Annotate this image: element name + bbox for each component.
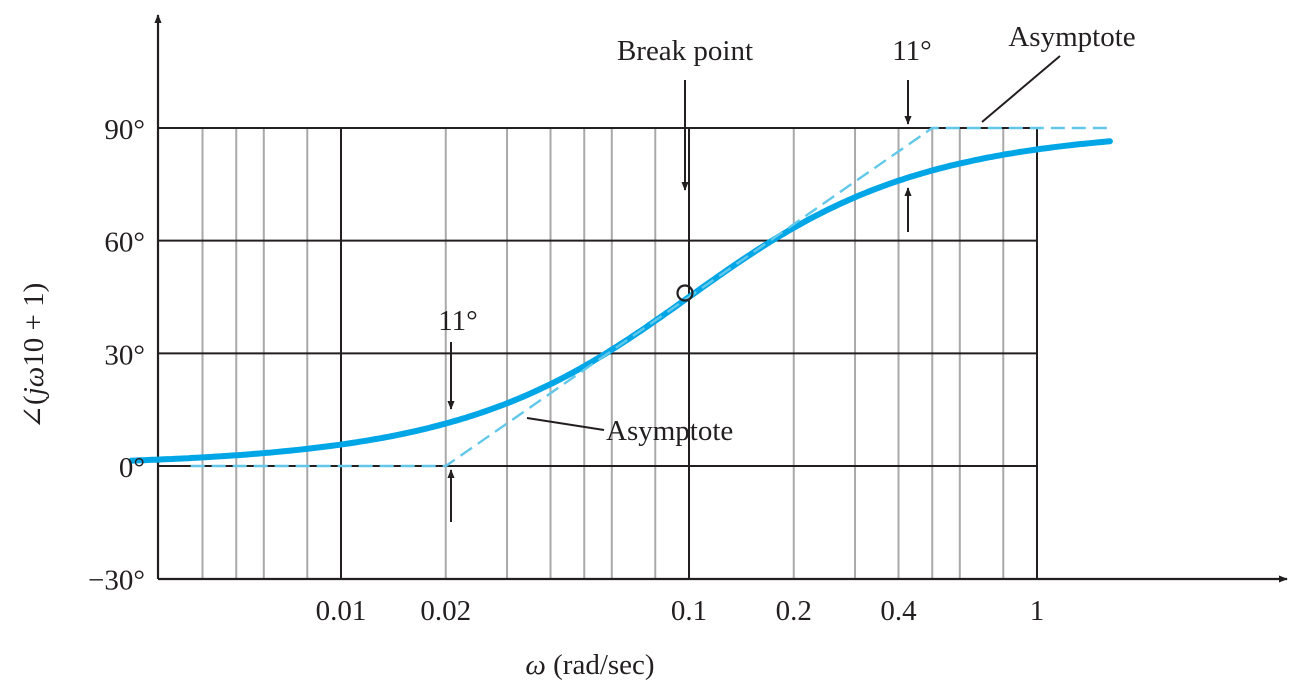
y-tick-label: 60° (104, 227, 145, 259)
grid (158, 127, 1038, 579)
y-tick-label: 30° (104, 339, 145, 371)
break-point-marker (676, 284, 694, 302)
x-tick-label: 0.1 (671, 595, 707, 627)
x-tick-label: 0.02 (420, 595, 471, 627)
x-tick-label: 0.2 (776, 595, 812, 627)
x-tick-label: 0.01 (316, 595, 367, 627)
x-tick-label: 0.4 (880, 595, 917, 627)
asymptote-line (190, 126, 1108, 468)
exact-phase-curve (128, 138, 1113, 464)
asymptote-mid-leader (526, 417, 605, 431)
deviation-high-label: 11° (892, 35, 932, 67)
plot-lines (128, 126, 1113, 468)
break-point-label: Break point (617, 35, 753, 67)
deviation-low-label: 11° (438, 305, 478, 337)
x-axis-label: ω (rad/sec) (525, 649, 654, 681)
y-tick-label: −30° (88, 565, 145, 597)
axes (154, 14, 1288, 583)
y-tick-label: 90° (104, 114, 145, 146)
asymptote-top-label: Asymptote (1008, 21, 1135, 53)
annotations: Break point 11° Asymptote 11° Asymptote (438, 21, 1136, 522)
asymptote-mid-label: Asymptote (606, 415, 733, 447)
y-tick-label: 0° (119, 452, 145, 484)
tick-labels: 0.01 0.02 0.1 0.2 0.4 1 −30° 0° 30° 60° 90° (88, 114, 1044, 627)
y-axis-label: ∠(jω10 + 1) (18, 283, 50, 430)
asymptote-top-leader (981, 55, 1061, 123)
x-tick-label: 1 (1030, 595, 1045, 627)
